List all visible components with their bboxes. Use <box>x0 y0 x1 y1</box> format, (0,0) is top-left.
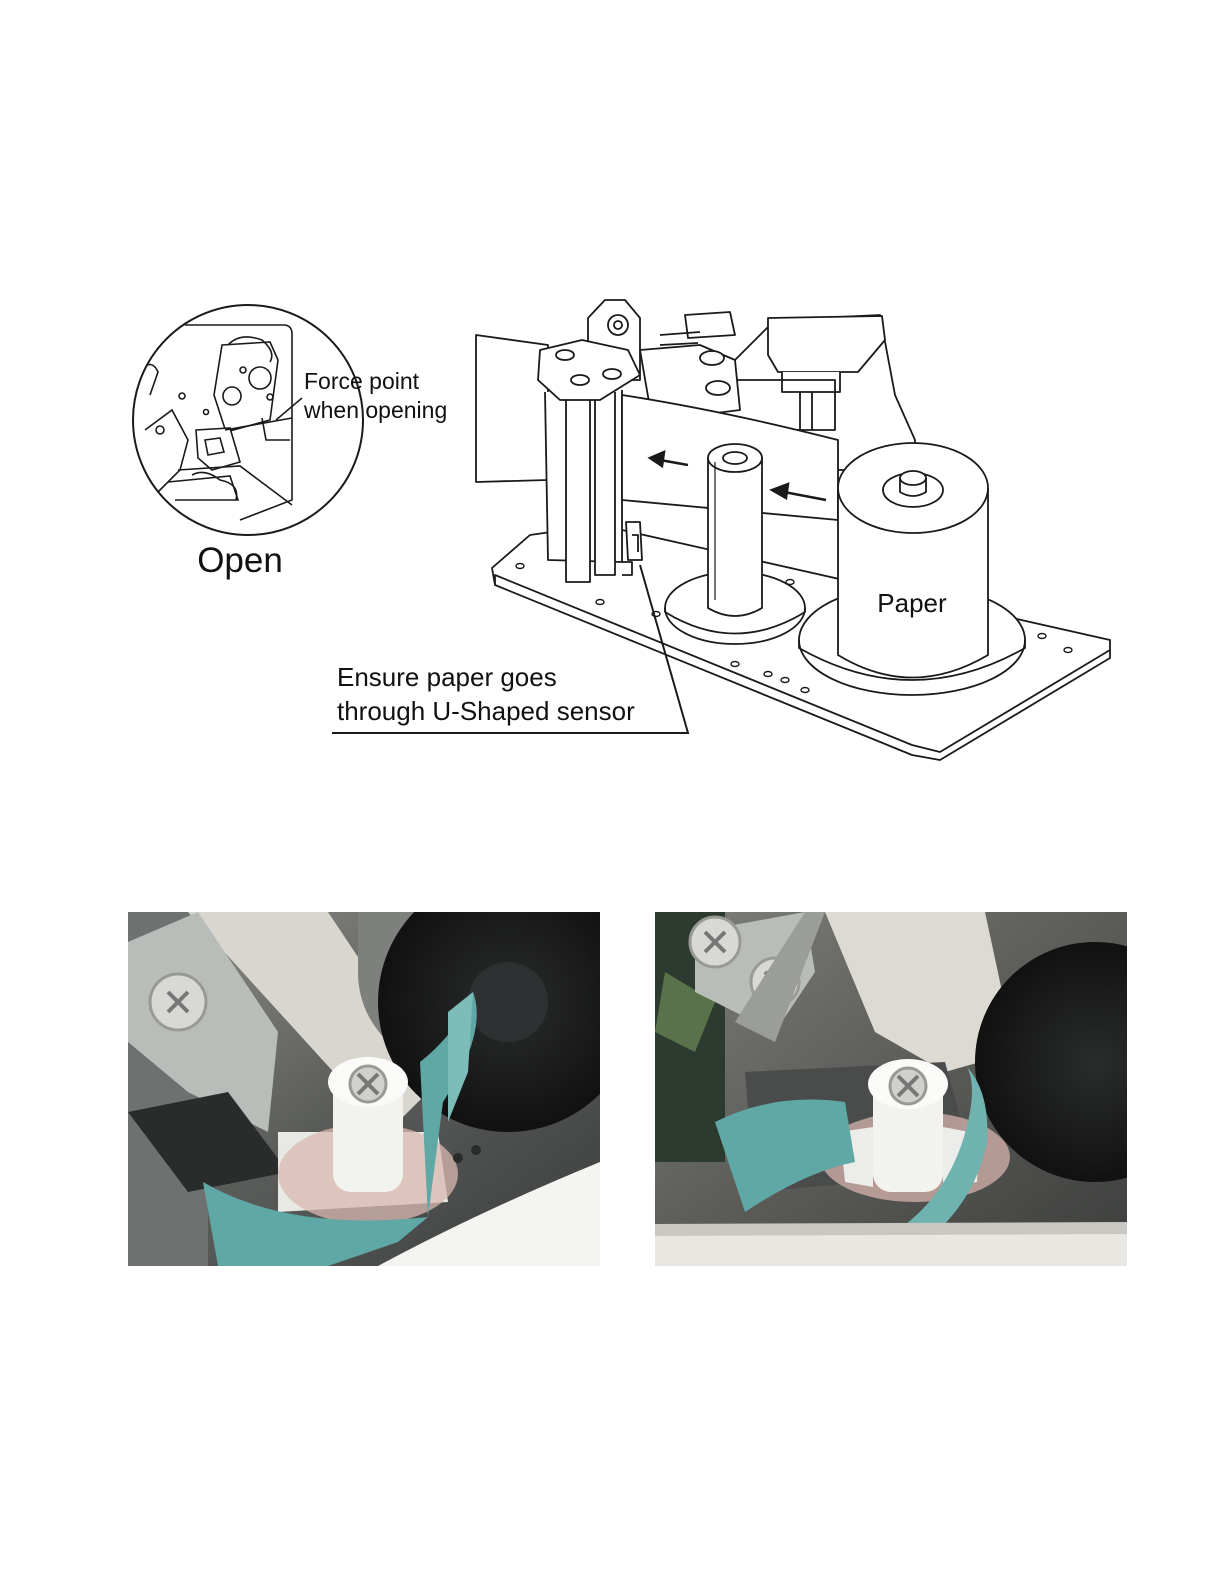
spindle-post <box>708 458 762 616</box>
photo-paper-correct-path-right <box>655 912 1127 1266</box>
paper-sheet-exit <box>476 335 548 482</box>
sensor-note-line1: Ensure paper goes <box>337 662 557 692</box>
u-shaped-sensor <box>626 522 642 560</box>
paper-roll-label: Paper <box>877 588 947 618</box>
sensor-note-line2: through U-Shaped sensor <box>337 696 635 726</box>
force-point-label-line2: when opening <box>303 397 447 423</box>
printer-paper-path-diagram: Open Force point when opening <box>0 0 1224 800</box>
photo-paper-correct-path-left <box>128 912 600 1266</box>
printer-mechanism <box>476 300 1110 760</box>
force-point-label-line1: Force point <box>304 368 420 394</box>
inset-open-label: Open <box>197 541 283 580</box>
open-mechanism-inset: Open Force point when opening <box>133 305 447 580</box>
